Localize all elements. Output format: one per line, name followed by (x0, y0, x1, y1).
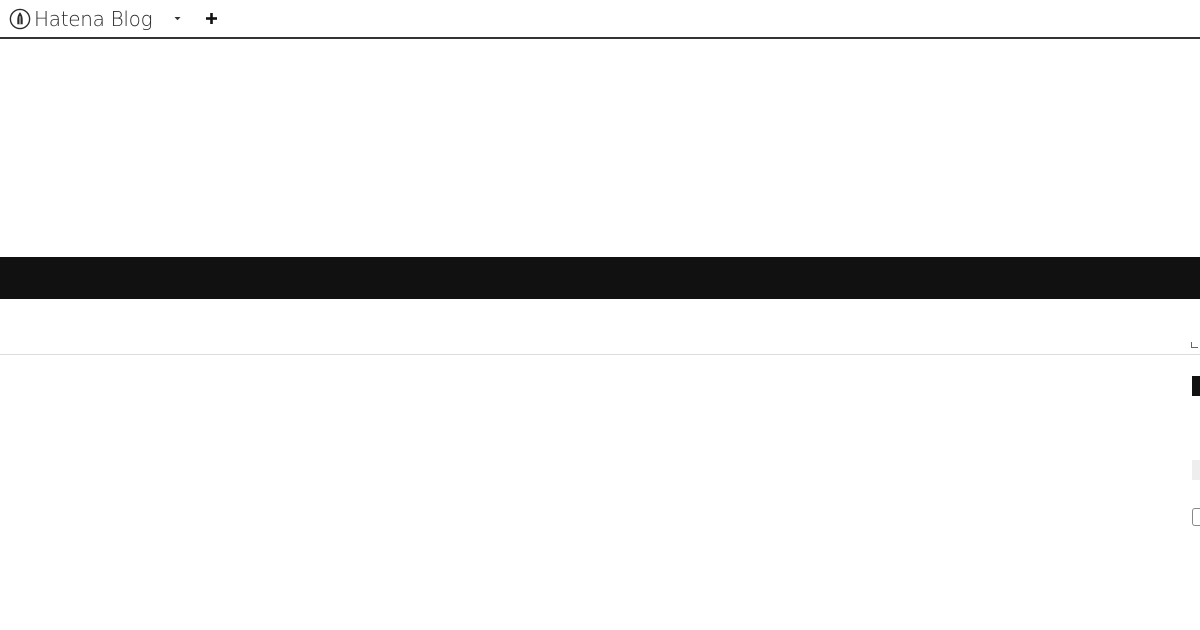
sidebar-button[interactable] (1192, 508, 1200, 526)
blog-header-band (0, 257, 1200, 299)
blog-subnav (0, 299, 1200, 355)
global-header: Hatena Blog (0, 0, 1200, 39)
caret-down-icon (174, 17, 181, 21)
main-content (0, 355, 1200, 630)
sidebar-module-title (1192, 376, 1200, 396)
blog-header-area (0, 39, 1200, 257)
sidebar-module-box (1192, 460, 1200, 480)
hatena-blog-pen-icon (9, 8, 31, 29)
subnav-corner-marker (1191, 342, 1198, 348)
plus-icon (205, 13, 217, 24)
logo-text: Hatena Blog (34, 6, 153, 31)
blog-menu-dropdown-button[interactable] (170, 9, 184, 29)
hatena-blog-logo-link[interactable]: Hatena Blog (9, 6, 153, 31)
new-post-button[interactable] (203, 9, 219, 29)
